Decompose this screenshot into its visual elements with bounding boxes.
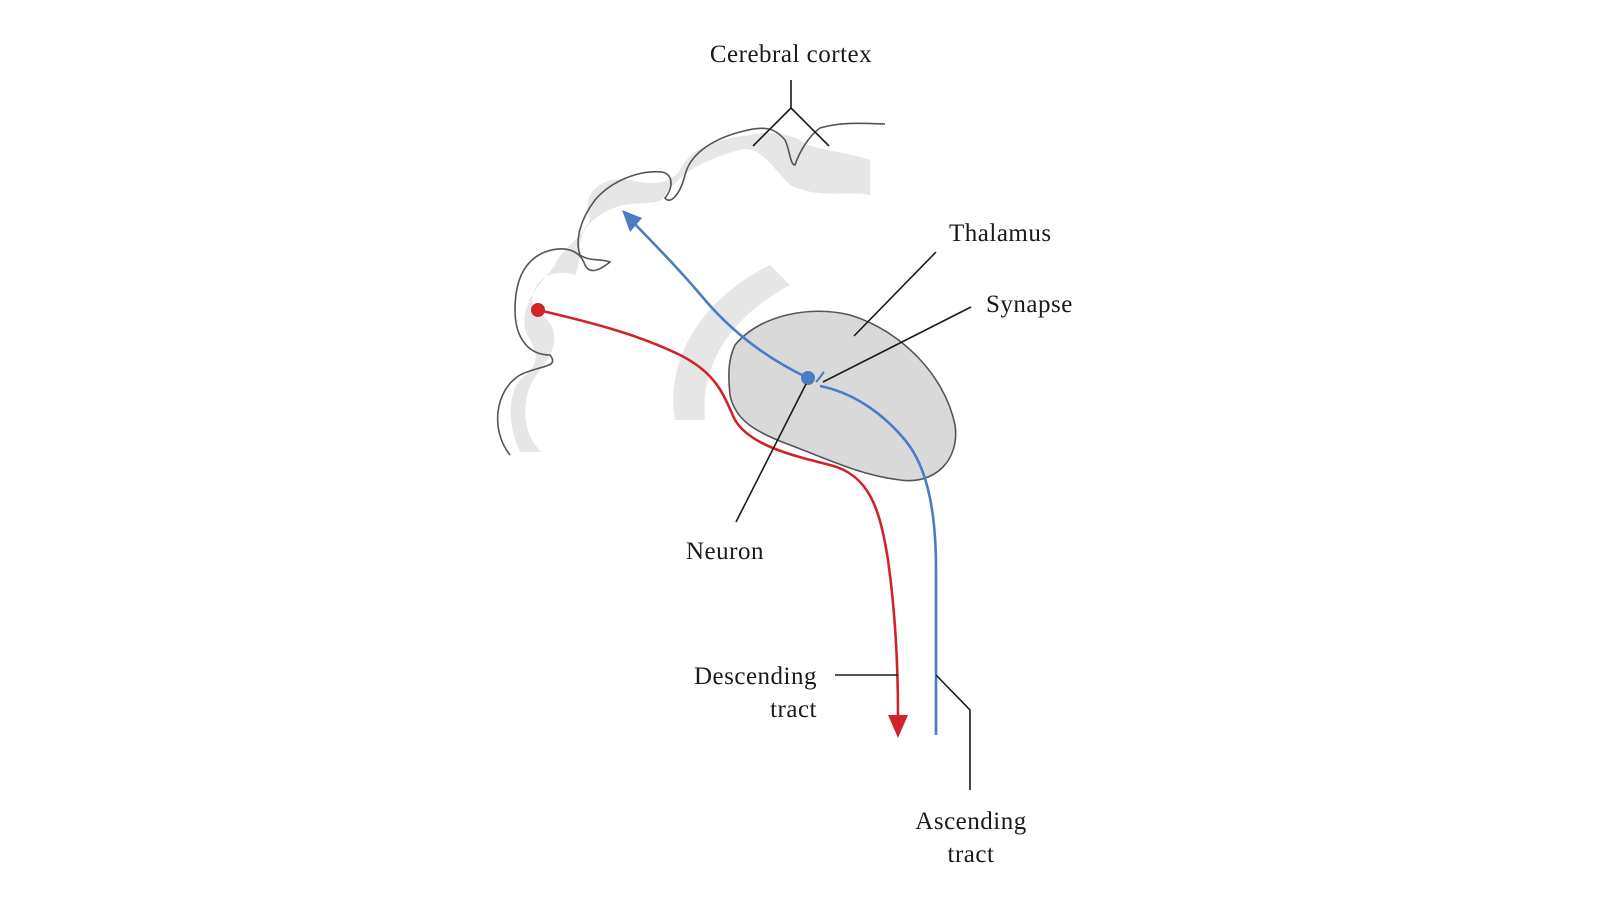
thalamus-leader (853, 251, 937, 337)
neuron-cell-body (801, 371, 815, 385)
ascending-tract-leader (935, 674, 971, 790)
ascending-tract-arrowhead (622, 210, 642, 232)
descending-tract-line (537, 308, 900, 716)
synapse-mark (815, 371, 825, 383)
ascending-tract-lower-line (819, 384, 938, 735)
thalamus-body (728, 310, 957, 482)
label-neuron: Neuron (686, 538, 764, 565)
label-ascending-tract-line2: tract (948, 841, 995, 868)
label-thalamus: Thalamus (949, 220, 1052, 247)
cortex-outline (496, 122, 886, 456)
label-descending-tract-line1: Descending (694, 663, 817, 690)
neuron-leader (735, 383, 807, 523)
inner-arc-band (673, 265, 790, 420)
cortex-grey-band (510, 132, 870, 452)
descending-tract-arrowhead (888, 715, 908, 738)
synapse-leader (822, 306, 972, 383)
label-synapse: Synapse (986, 291, 1073, 318)
label-cerebral-cortex: Cerebral cortex (710, 41, 872, 68)
cerebral-cortex-leader (752, 80, 830, 147)
descending-tract-origin-dot (531, 303, 545, 317)
label-ascending-tract-line1: Ascending (915, 808, 1026, 835)
label-descending-tract-line2: tract (770, 696, 817, 723)
ascending-tract-upper-line (632, 221, 809, 380)
